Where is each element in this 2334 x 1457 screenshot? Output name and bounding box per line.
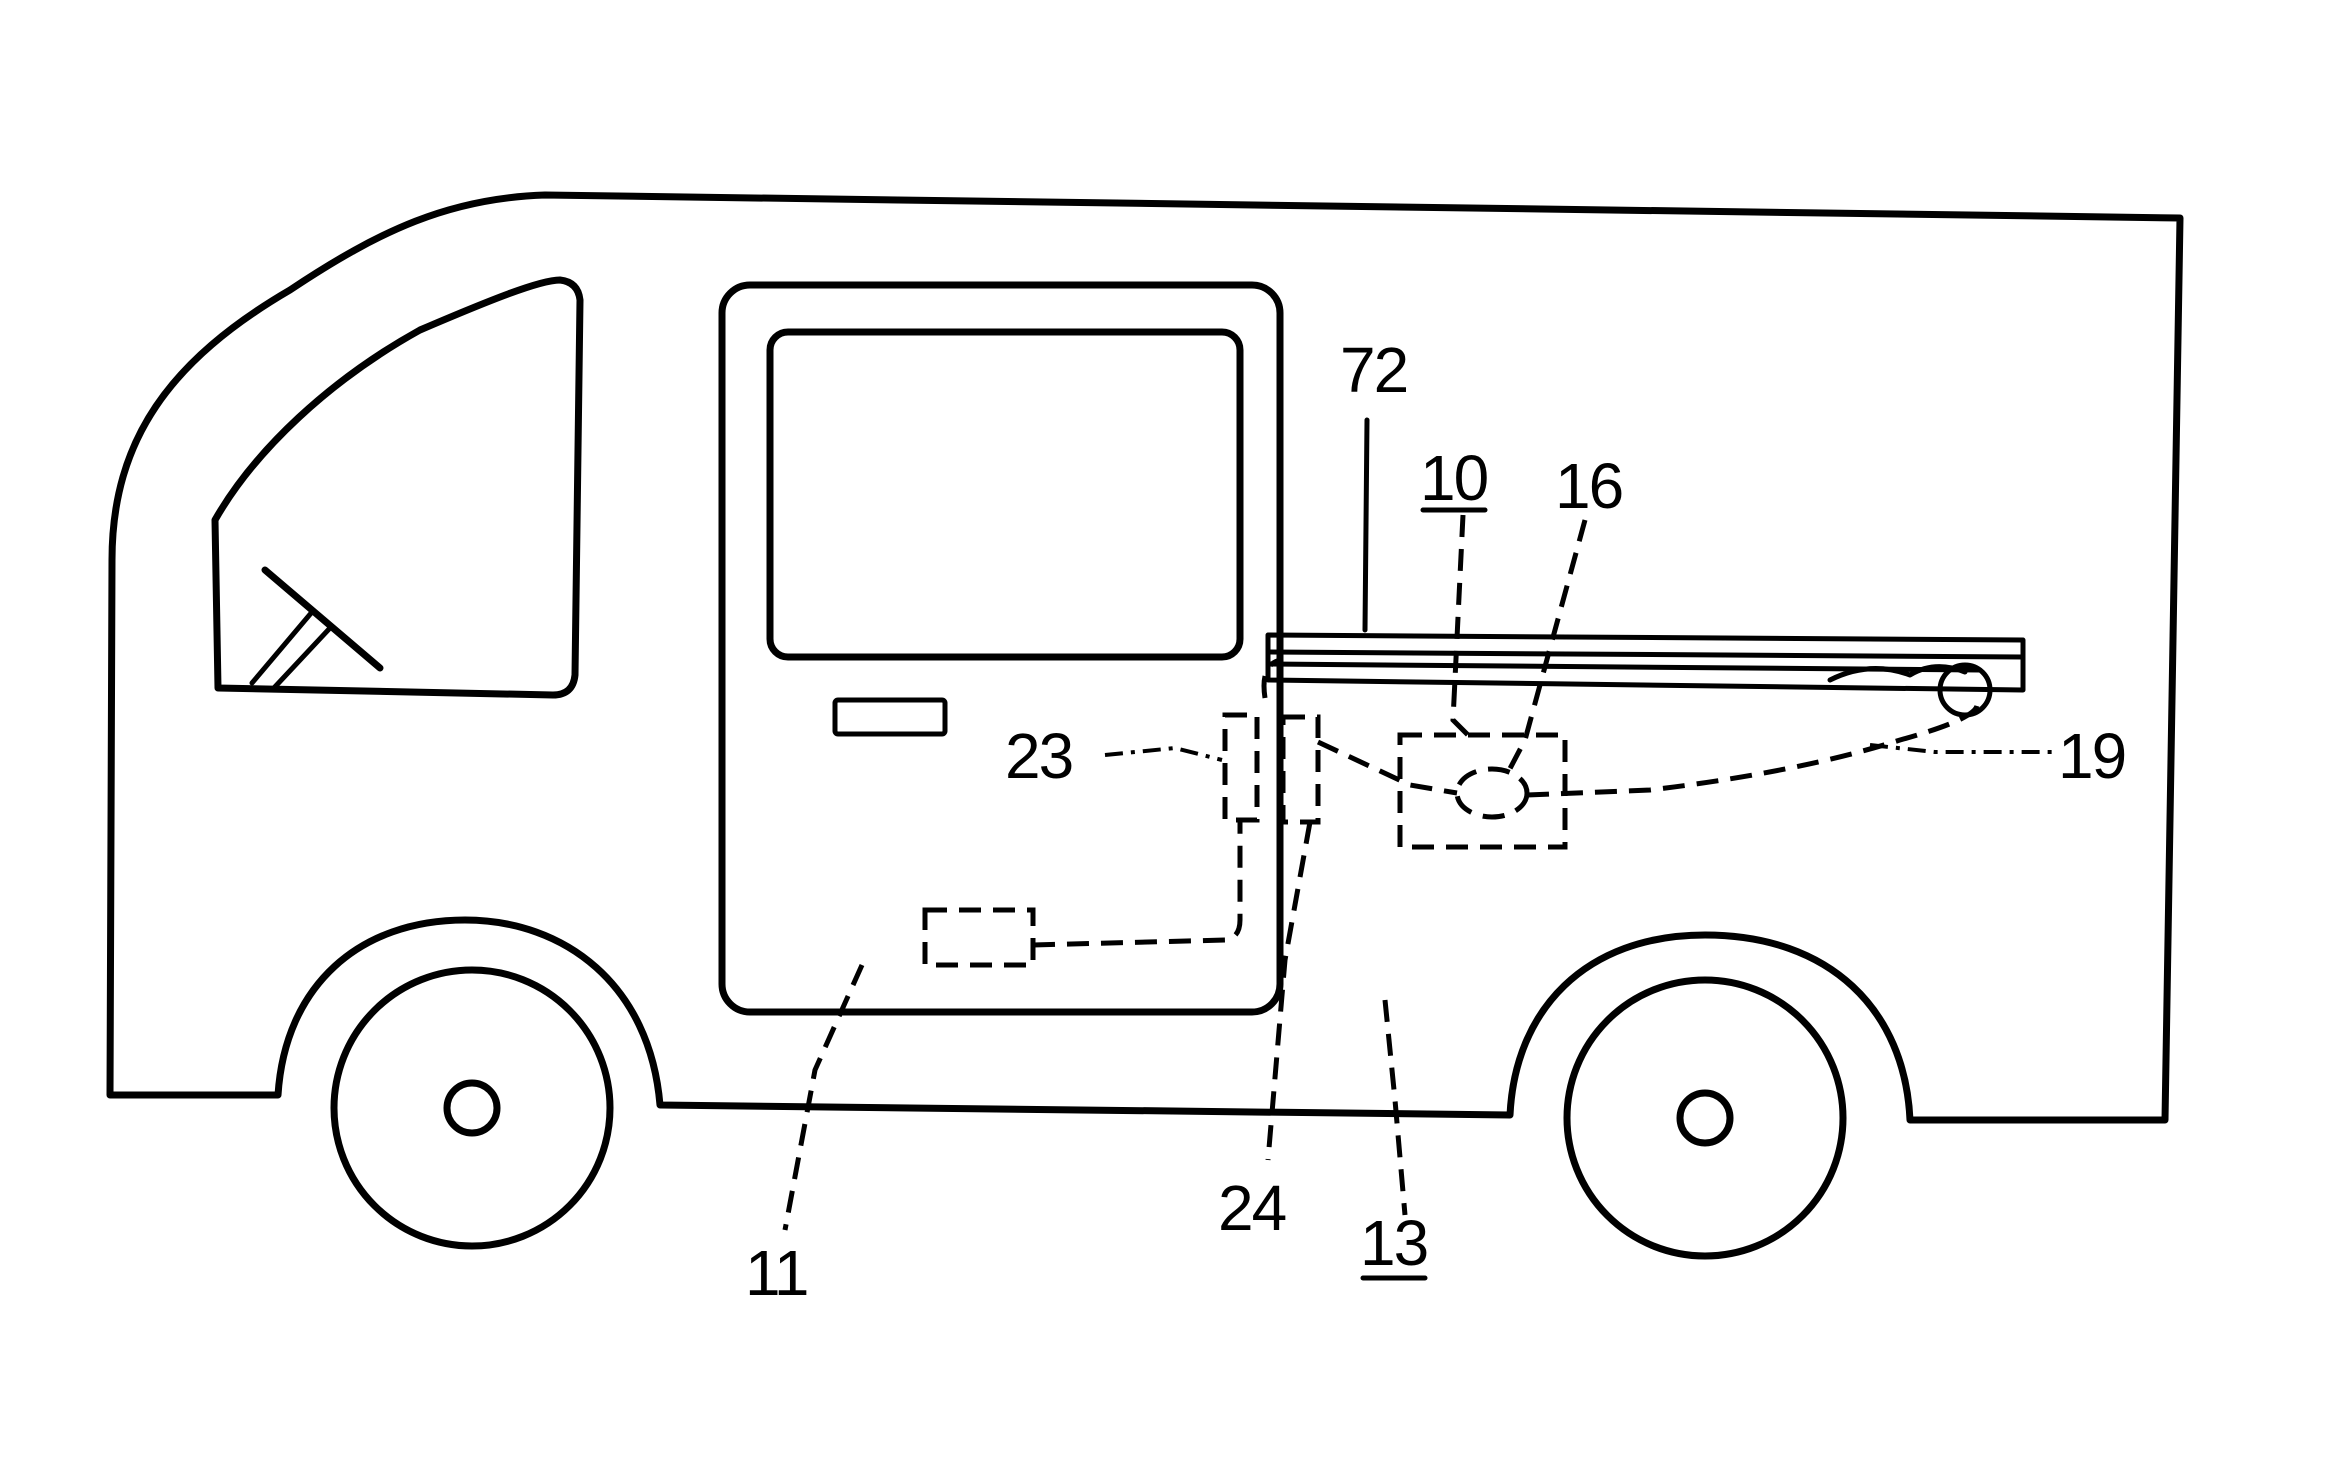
control-unit-box xyxy=(1400,735,1565,847)
motor-unit xyxy=(1457,769,1527,817)
label-23: 23 xyxy=(1005,720,1072,792)
leader-13 xyxy=(1385,1000,1405,1215)
body-harness xyxy=(1318,742,1457,793)
leader-16 xyxy=(1505,520,1585,778)
body-side-connector xyxy=(1283,717,1318,822)
label-19: 19 xyxy=(2058,720,2125,792)
label-10: 10 xyxy=(1420,442,1488,514)
leader-11 xyxy=(785,965,862,1230)
rear-wheel xyxy=(1567,980,1843,1256)
door-window xyxy=(770,332,1240,657)
door-lock-unit xyxy=(925,910,1033,965)
label-72: 72 xyxy=(1340,334,1407,406)
sliding-door xyxy=(722,285,1280,1012)
steering-wheel xyxy=(252,570,380,690)
label-13: 13 xyxy=(1360,1207,1427,1279)
front-window xyxy=(215,280,580,695)
door-side-connector xyxy=(1225,715,1257,820)
guide-rail xyxy=(1268,635,2023,715)
label-16: 16 xyxy=(1555,450,1622,522)
leader-23 xyxy=(1105,748,1222,760)
leader-72 xyxy=(1365,420,1367,630)
label-24: 24 xyxy=(1218,1172,1286,1244)
front-wheel xyxy=(334,970,610,1246)
leader-19 xyxy=(1870,745,2055,752)
door-handle xyxy=(835,700,945,734)
leader-10 xyxy=(1453,515,1468,735)
door-harness xyxy=(1033,820,1240,945)
label-11: 11 xyxy=(745,1237,807,1309)
